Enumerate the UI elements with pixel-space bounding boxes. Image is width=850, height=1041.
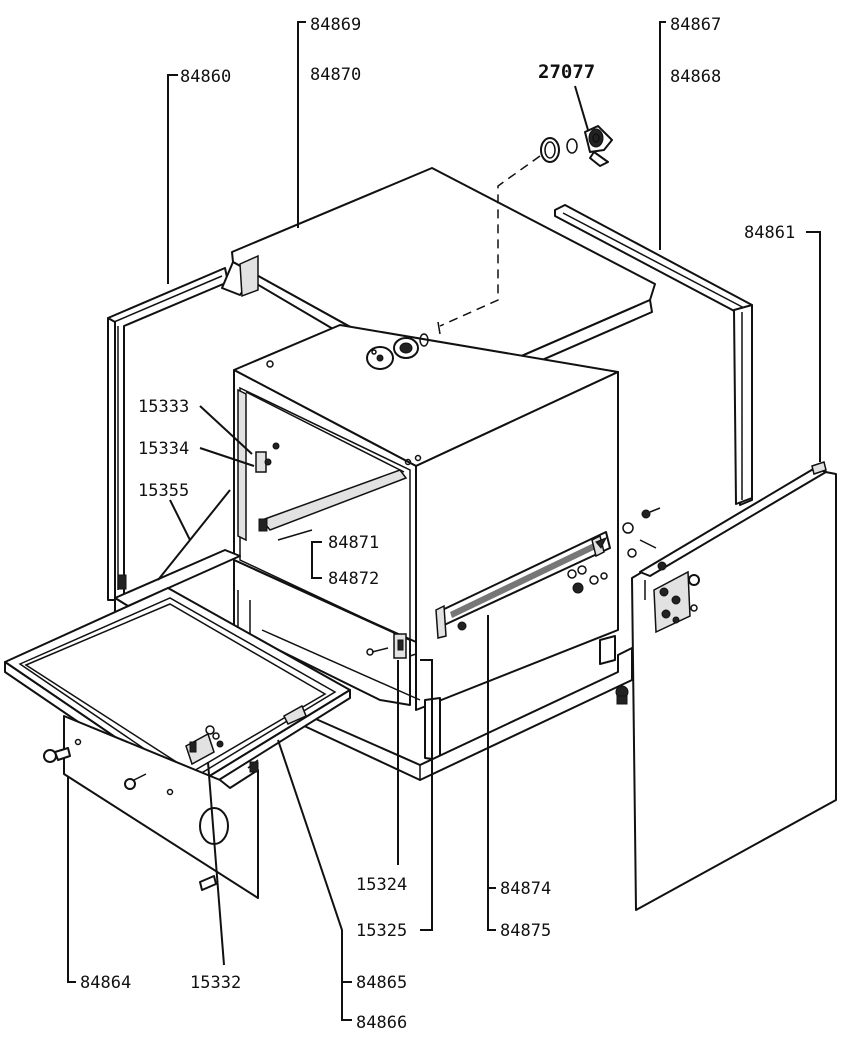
label-84864: 84864 — [80, 973, 131, 993]
label-84866: 84866 — [356, 1013, 407, 1033]
label-84868: 84868 — [670, 67, 721, 87]
rear-right-panel — [554, 204, 753, 506]
cabinet-body — [233, 324, 619, 761]
label-15332: 15332 — [190, 973, 241, 993]
right-door-panel — [622, 461, 837, 911]
label-15334: 15334 — [138, 439, 189, 459]
label-84860: 84860 — [180, 67, 231, 87]
label-15355: 15355 — [138, 481, 189, 501]
label-84875: 84875 — [500, 921, 551, 941]
fitting-assembly — [366, 125, 613, 370]
label-15333: 15333 — [138, 397, 189, 417]
leader-lines — [67, 21, 821, 1021]
part-labels: 84869 84870 84860 84867 84868 27077 8486… — [80, 15, 795, 1033]
label-15324: 15324 — [356, 875, 407, 895]
label-84872: 84872 — [328, 569, 379, 589]
label-84870: 84870 — [310, 65, 361, 85]
label-84867: 84867 — [670, 15, 721, 35]
base-frame — [114, 549, 633, 781]
hinge-assembly — [366, 633, 417, 659]
label-84865: 84865 — [356, 973, 407, 993]
gasket-strip — [435, 531, 611, 639]
label-84871: 84871 — [328, 533, 379, 553]
label-84874: 84874 — [500, 879, 551, 899]
left-side-panel — [107, 267, 229, 601]
label-27077: 27077 — [538, 61, 595, 83]
label-15325: 15325 — [356, 921, 407, 941]
label-84869: 84869 — [310, 15, 361, 35]
label-84861: 84861 — [744, 223, 795, 243]
